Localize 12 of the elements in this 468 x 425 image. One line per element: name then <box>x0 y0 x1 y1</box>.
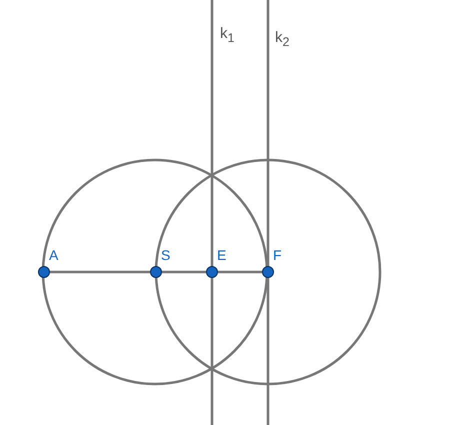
point-dot <box>38 266 50 278</box>
line-label: k$_{2}$ <box>275 30 290 50</box>
point-label: F <box>273 248 282 262</box>
point-dot <box>206 266 218 278</box>
line-segment <box>162 270 206 274</box>
line-label: k$_{1}$ <box>220 26 234 46</box>
point-label: E <box>217 248 226 262</box>
point-dot <box>150 266 162 278</box>
line-segment <box>50 270 150 274</box>
point-label: A <box>49 248 58 262</box>
point-label: S <box>161 248 170 262</box>
point-dot <box>262 266 274 278</box>
